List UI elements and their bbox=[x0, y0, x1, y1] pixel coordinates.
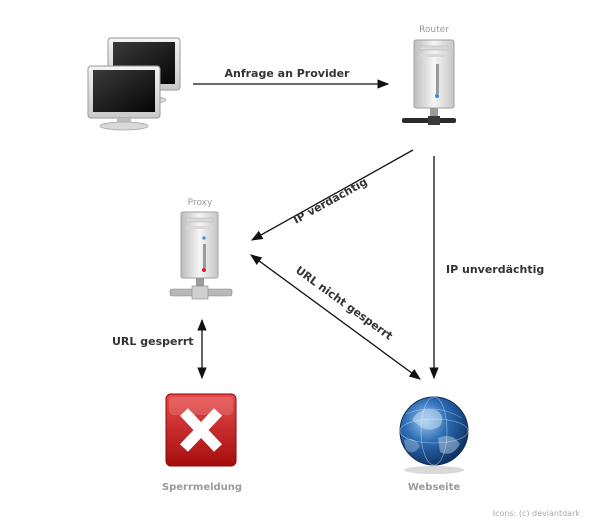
proxy-label: Proxy bbox=[188, 198, 213, 208]
edge-label-ip-unsuspicious: IP unverdächtig bbox=[446, 263, 544, 276]
router-server-icon bbox=[402, 39, 456, 125]
arrow-ip-suspicious bbox=[250, 149, 414, 241]
website-label: Webseite bbox=[408, 482, 461, 493]
icon-credit: Icons: (c) deviantdark bbox=[493, 509, 581, 518]
edge-label-ip-suspicious: IP verdächtig bbox=[291, 175, 370, 226]
proxy-server-icon bbox=[169, 211, 233, 300]
monitors-icon bbox=[87, 37, 181, 131]
arrow-url-not-blocked bbox=[250, 254, 421, 380]
edge-label-url-not-blocked: URL nicht gesperrt bbox=[293, 264, 395, 343]
edge-label-request: Anfrage an Provider bbox=[225, 67, 351, 80]
red-x-icon bbox=[165, 393, 237, 467]
block-label: Sperrmeldung bbox=[162, 482, 242, 493]
globe-icon bbox=[399, 396, 469, 474]
router-label: Router bbox=[419, 25, 449, 35]
edge-label-url-blocked: URL gesperrt bbox=[112, 335, 194, 348]
